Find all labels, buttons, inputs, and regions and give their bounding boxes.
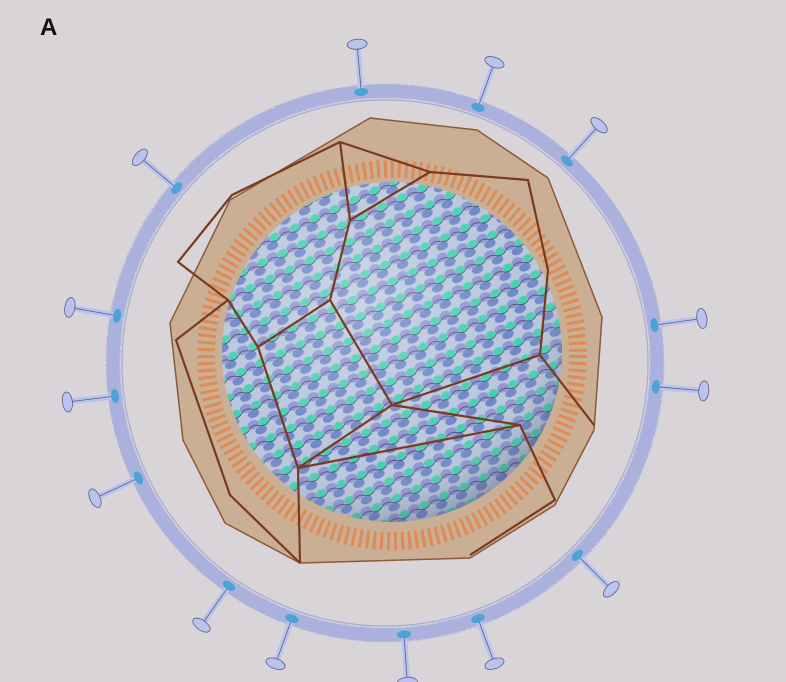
glycoprotein-spike-icon xyxy=(561,117,608,167)
glycoprotein-spike-icon xyxy=(131,148,183,195)
glycoprotein-spike-icon xyxy=(64,297,122,323)
glycoprotein-spike-icon xyxy=(651,379,710,402)
viral-envelope-inner-line xyxy=(121,99,649,627)
panel-label: A xyxy=(40,14,57,41)
viral-envelope xyxy=(106,84,664,642)
glycoprotein-spike-icon xyxy=(88,471,144,508)
glycoprotein-spike-icon xyxy=(471,56,505,112)
glycoprotein-spike-icon xyxy=(265,614,299,670)
spike-group xyxy=(61,38,710,682)
glycoprotein-spike-icon xyxy=(346,38,369,97)
glycoprotein-spike-icon xyxy=(571,549,620,598)
glycoprotein-spike-icon xyxy=(650,308,708,333)
glycoprotein-spike-icon xyxy=(61,389,120,413)
capsid-fringe xyxy=(197,160,587,550)
glycoprotein-spike-icon xyxy=(192,580,236,633)
inner-core-shading xyxy=(222,182,562,522)
glycoprotein-spike-icon xyxy=(471,614,505,670)
dodecahedron-wireframe xyxy=(174,140,595,564)
